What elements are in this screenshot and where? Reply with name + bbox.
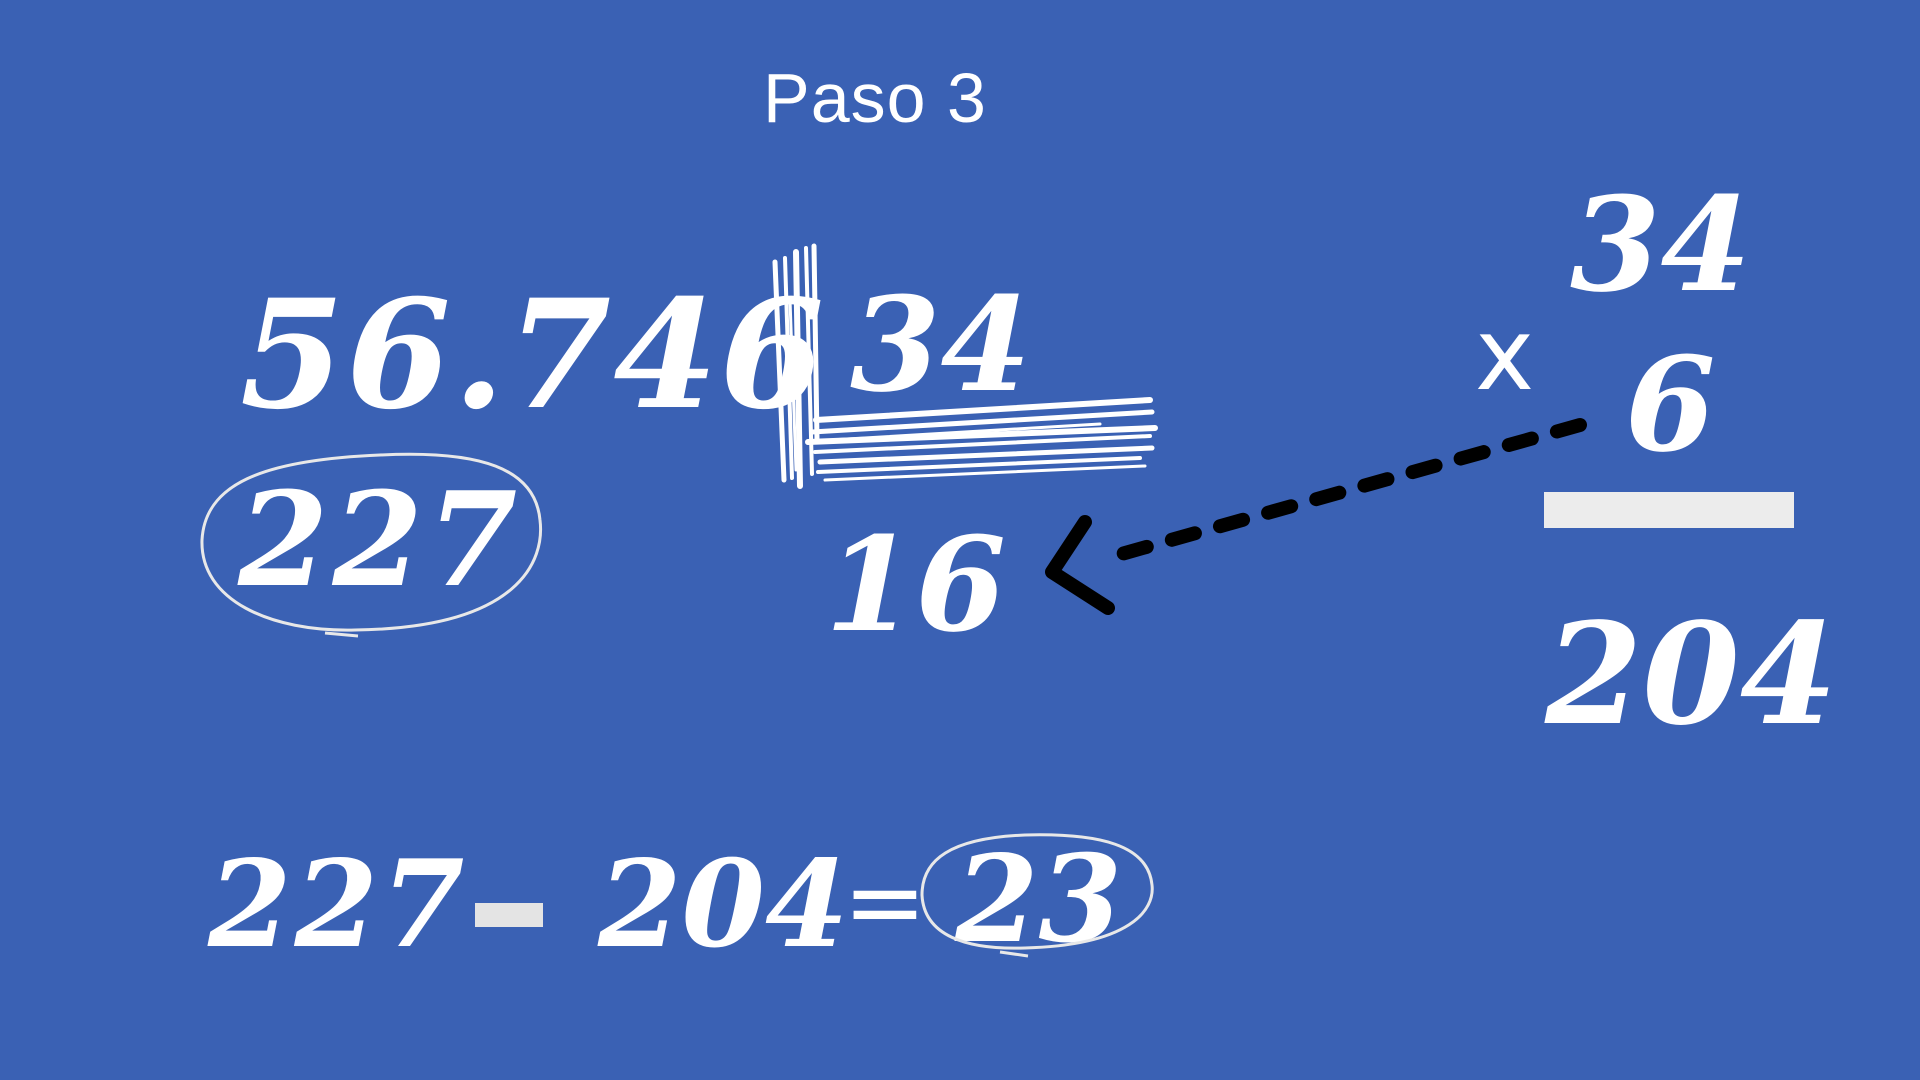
multiplicand: 34 <box>1570 168 1751 321</box>
circle-partial-dividend <box>200 452 543 632</box>
minus-sign <box>475 903 543 927</box>
step-title: Paso 3 <box>763 59 987 137</box>
multiplier: 6 <box>1625 328 1716 481</box>
divisor: 34 <box>850 268 1031 421</box>
division-bracket <box>772 243 1158 489</box>
partial-dividend: 227 <box>238 463 522 616</box>
equals-sign: = <box>843 843 927 960</box>
minuend: 227 <box>208 834 468 975</box>
dividend: 56.746 <box>240 267 827 443</box>
multiply-sign: x <box>1475 296 1535 413</box>
dashed-arrow <box>1045 418 1587 615</box>
quotient: 16 <box>825 508 1006 661</box>
subtrahend: 204 <box>598 834 849 975</box>
product: 204 <box>1545 593 1838 757</box>
multiplication-line <box>1544 492 1794 528</box>
circle-remainder <box>920 833 1154 950</box>
